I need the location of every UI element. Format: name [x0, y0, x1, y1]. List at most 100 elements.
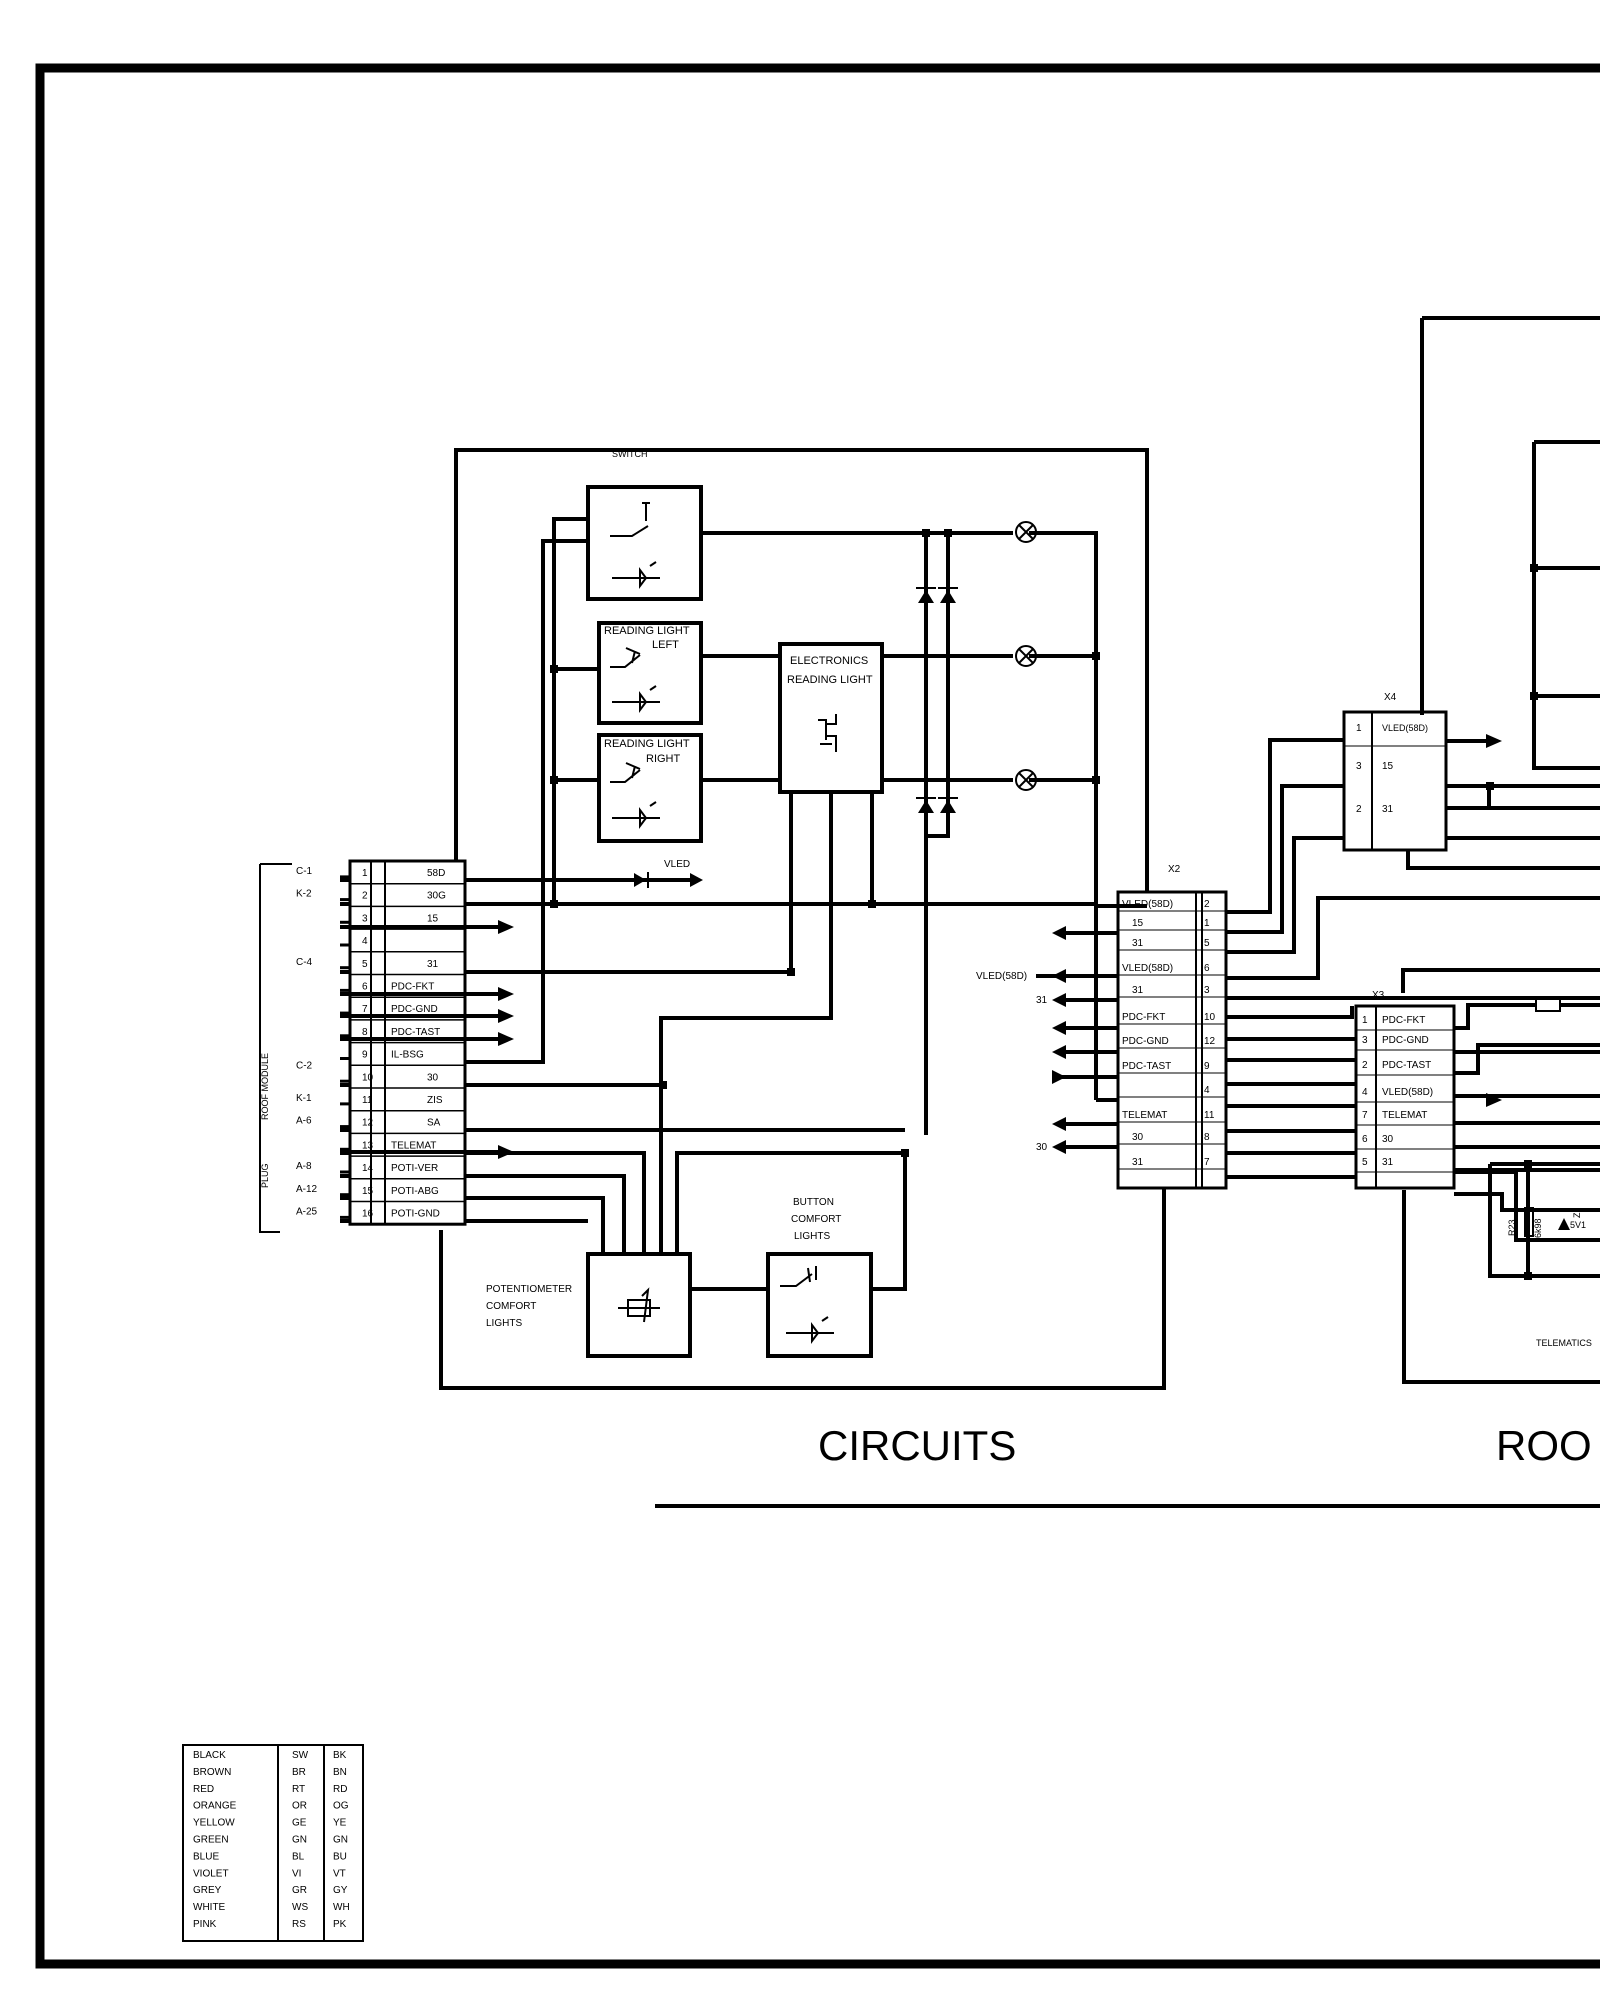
r23-label: R23	[1507, 1219, 1517, 1236]
reading-light-left-box: READING LIGHT LEFT	[597, 621, 703, 725]
plug-pin-signal: TELEMAT	[391, 1140, 436, 1151]
plug-pin-number: 10	[362, 1072, 374, 1083]
plug-pin-signal: SA	[427, 1118, 441, 1129]
plug-pin-number: 12	[362, 1118, 374, 1129]
x3-pin-number: 6	[1362, 1134, 1368, 1145]
x2-pin-signal: 31	[1132, 938, 1144, 949]
legend-color-code-de: BL	[292, 1851, 305, 1862]
plug-pin-number: 16	[362, 1209, 374, 1220]
telematics-label: TELEMATICS	[1536, 1338, 1592, 1348]
internal-bus	[340, 531, 1098, 906]
x4-pin-number: 2	[1356, 804, 1362, 815]
plug-pin-number: 9	[362, 1050, 368, 1061]
x2-pin-number: 4	[1204, 1085, 1210, 1096]
x2-pin-signal: PDC-GND	[1122, 1036, 1169, 1047]
plug-pin-signal: IL-BSG	[391, 1050, 424, 1061]
plug-pin-signal: 30	[427, 1072, 439, 1083]
plug-pin-signal: PDC-GND	[391, 1004, 438, 1015]
roof-module-assembly: SWITCH READING LIGHT LEFT READING LIGHT …	[259, 448, 1166, 1390]
legend-color-code-en: WH	[333, 1902, 350, 1913]
lamp-icon	[1015, 645, 1037, 667]
plug-pin-number: 13	[362, 1140, 374, 1151]
r23-resistor-icon	[1524, 1207, 1534, 1237]
x2-pin-number: 9	[1204, 1061, 1210, 1072]
plug-pin-signal: POTI-VER	[391, 1163, 438, 1174]
x2-pin-signal: PDC-FKT	[1122, 1012, 1165, 1023]
plug-side-label: A-8	[296, 1161, 312, 1172]
module-enclosure	[439, 448, 1166, 1390]
legend-color-name: PINK	[193, 1919, 217, 1930]
roof-plug-connector: ROOF MODULE PLUG C-1K-2C-4C-2K-1A-6A-8A-…	[259, 859, 467, 1233]
legend-color-code-en: PK	[333, 1919, 347, 1930]
reading-left-label: READING LIGHT	[604, 625, 690, 637]
x4-pin-signal: VLED(58D)	[1382, 723, 1428, 733]
plug-pin-number: 8	[362, 1027, 368, 1038]
legend-color-code-en: RD	[333, 1784, 347, 1795]
roof-title: ROO	[1496, 1422, 1592, 1469]
x3-pin-signal: VLED(58D)	[1382, 1087, 1433, 1098]
plug-side-label: A-6	[296, 1116, 312, 1127]
plug-side-label: A-12	[296, 1184, 318, 1195]
plug-pin-signal: PDC-FKT	[391, 982, 434, 993]
plug-side-label: K-2	[296, 889, 312, 900]
x2-30-label: 30	[1036, 1142, 1048, 1153]
plug-side-label: C-1	[296, 866, 313, 877]
resistor-icon	[1535, 998, 1561, 1012]
x3-pin-signal: PDC-GND	[1382, 1035, 1429, 1046]
x3-pin-signal: 30	[1382, 1134, 1394, 1145]
r23-zener-network: R23 6k98 Z1 5V1	[1488, 1160, 1600, 1280]
x3-pin-signal: TELEMAT	[1382, 1110, 1427, 1121]
x2-arrows	[1052, 926, 1066, 1154]
x2-pin-number: 2	[1204, 899, 1210, 910]
sheet-frame	[35, 63, 1600, 1969]
x4-pin-signal: 31	[1382, 804, 1394, 815]
zener-value: 5V1	[1570, 1220, 1586, 1230]
x4-pin-number: 3	[1356, 761, 1362, 772]
legend-color-code-de: GN	[292, 1835, 307, 1846]
x2-pin-number: 11	[1204, 1110, 1215, 1121]
x3-pin-signal: PDC-TAST	[1382, 1060, 1431, 1071]
legend-color-name: BROWN	[193, 1767, 231, 1778]
plug-side-label: C-2	[296, 1060, 313, 1071]
potentiometer-label-2: COMFORT	[486, 1301, 536, 1312]
legend-color-code-en: BU	[333, 1851, 347, 1862]
legend-color-name: ORANGE	[193, 1801, 237, 1812]
x4-wires	[1406, 316, 1600, 870]
plug-pin-signal: ZIS	[427, 1095, 443, 1106]
x2-pin-signal: 31	[1132, 1157, 1144, 1168]
x3-label: X3	[1372, 990, 1385, 1001]
plug-pin-signal: 58D	[427, 868, 445, 879]
x2-pin-number: 10	[1204, 1012, 1216, 1023]
plug-pin-number: 4	[362, 936, 368, 947]
legend-color-name: VIOLET	[193, 1868, 229, 1879]
x2-left-wires	[1036, 904, 1147, 1149]
legend-color-name: GREY	[193, 1885, 222, 1896]
lamp-icons	[1015, 521, 1037, 791]
legend-color-code-de: GE	[292, 1818, 307, 1829]
legend-color-code-de: BR	[292, 1767, 306, 1778]
plug-pin-number: 15	[362, 1186, 374, 1197]
switch-box: SWITCH	[586, 449, 703, 601]
button-label-2: COMFORT	[791, 1214, 841, 1225]
legend-color-code-de: OR	[292, 1801, 307, 1812]
x4-arrow	[1486, 734, 1502, 748]
r23-value: 6k98	[1533, 1218, 1543, 1238]
potentiometer-box: POTENTIOMETER COMFORT LIGHTS	[486, 1252, 692, 1358]
plug-pin-number: 1	[362, 868, 368, 879]
x2-label: X2	[1168, 864, 1181, 875]
plug-pin-signal: POTI-GND	[391, 1209, 440, 1220]
diode-column	[924, 533, 950, 1135]
x2-pin-signal: 15	[1132, 918, 1144, 929]
plug-label: PLUG	[260, 1163, 270, 1188]
plug-pin-number: 14	[362, 1163, 374, 1174]
x2-pin-signal: 30	[1132, 1132, 1144, 1143]
lamp-icon	[1015, 521, 1037, 543]
x2-pin-number: 12	[1204, 1036, 1216, 1047]
plug-pin-signal: 30G	[427, 891, 446, 902]
x3-pin-number: 1	[1362, 1015, 1368, 1026]
x3-arrow	[1486, 1093, 1502, 1107]
